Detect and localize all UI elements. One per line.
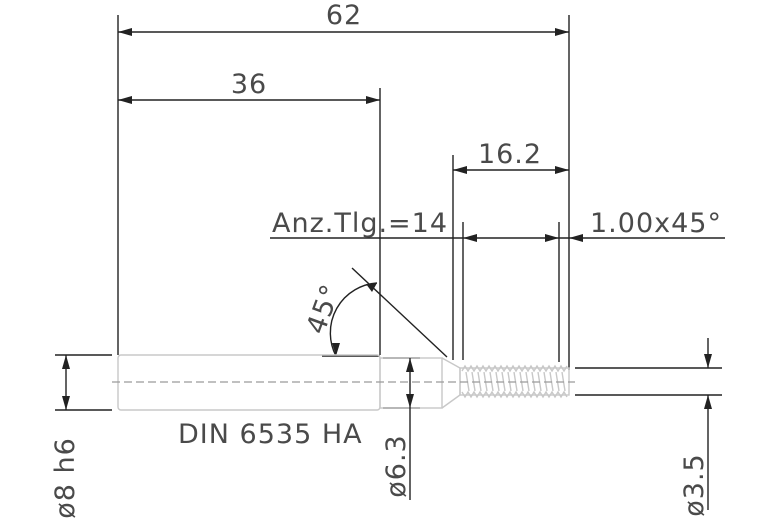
- dim-16-2-label: 16.2: [478, 139, 542, 170]
- dimension-shank-diameter: ø8 h6: [50, 355, 81, 519]
- thread-tooth-profile: [461, 390, 568, 399]
- dia-thread-label: ø3.5: [679, 453, 710, 516]
- dimension-overall-length: 62: [118, 0, 569, 36]
- extension-lines: [55, 15, 722, 411]
- dimension-neck-diameter: ø6.3: [381, 358, 414, 500]
- thread-and-chamfer-dimension: Anz.Tlg.=14 1.00x45°: [270, 208, 725, 242]
- dim-36-label: 36: [231, 69, 267, 100]
- dimension-thread-length: 16.2: [453, 139, 569, 174]
- angle-dimension: 45°: [301, 267, 448, 358]
- dimension-shank-length: 36: [118, 69, 380, 104]
- dia-shank-label: ø8 h6: [50, 437, 81, 519]
- dim-62-label: 62: [326, 0, 362, 31]
- thread-note: Anz.Tlg.=14: [272, 208, 448, 239]
- dia-neck-label: ø6.3: [381, 434, 412, 497]
- chamfer-note: 1.00x45°: [590, 208, 722, 239]
- angle-label: 45°: [301, 280, 348, 338]
- standard-label: DIN 6535 HA: [178, 419, 363, 450]
- thread-tooth-profile: [461, 364, 568, 373]
- dimension-thread-diameter: ø3.5: [679, 338, 712, 517]
